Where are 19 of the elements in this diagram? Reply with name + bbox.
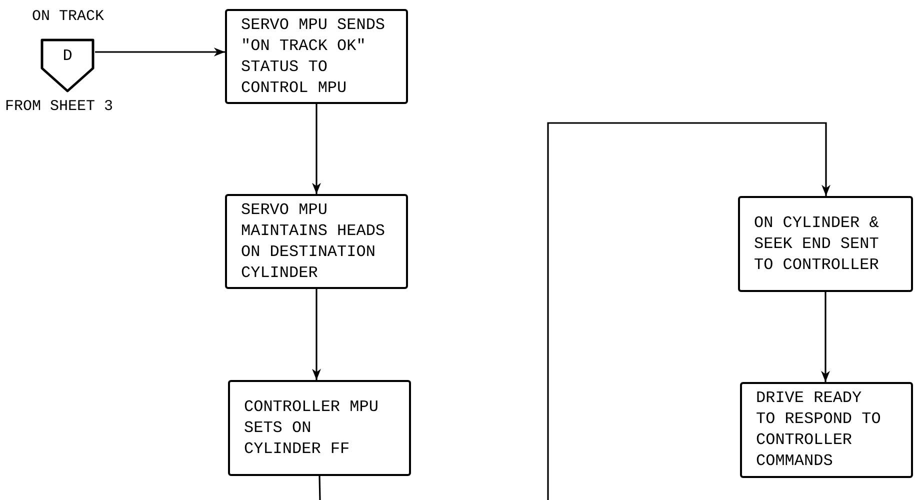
connector-arrow	[821, 292, 830, 382]
connector-arrow	[95, 48, 225, 56]
connector-caption: ON TRACK	[32, 8, 104, 26]
connector-letter: D	[62, 46, 72, 66]
connector-arrow	[312, 289, 321, 380]
process-box	[738, 196, 913, 292]
process-text: SERVO MPU MAINTAINS HEADS ON DESTINATION CYLINDER	[241, 200, 386, 284]
process-text: SERVO MPU SENDS "ON TRACK OK" STATUS TO CONTROL MPU	[241, 14, 386, 98]
connector-arrow	[312, 104, 321, 194]
process-box	[740, 382, 913, 478]
connector-caption: FROM SHEET 3	[5, 98, 114, 116]
process-box	[228, 380, 411, 476]
process-text: CONTROLLER MPU SETS ON CYLINDER FF	[244, 396, 380, 460]
process-text: ON CYLINDER & SEEK END SENT TO CONTROLLER	[754, 212, 880, 276]
process-box	[225, 9, 408, 104]
off-page-connector	[40, 38, 95, 93]
process-text: DRIVE READY TO RESPOND TO CONTROLLER COMMANDS	[756, 388, 882, 472]
process-box	[225, 194, 408, 289]
connector-arrow	[547, 122, 830, 500]
